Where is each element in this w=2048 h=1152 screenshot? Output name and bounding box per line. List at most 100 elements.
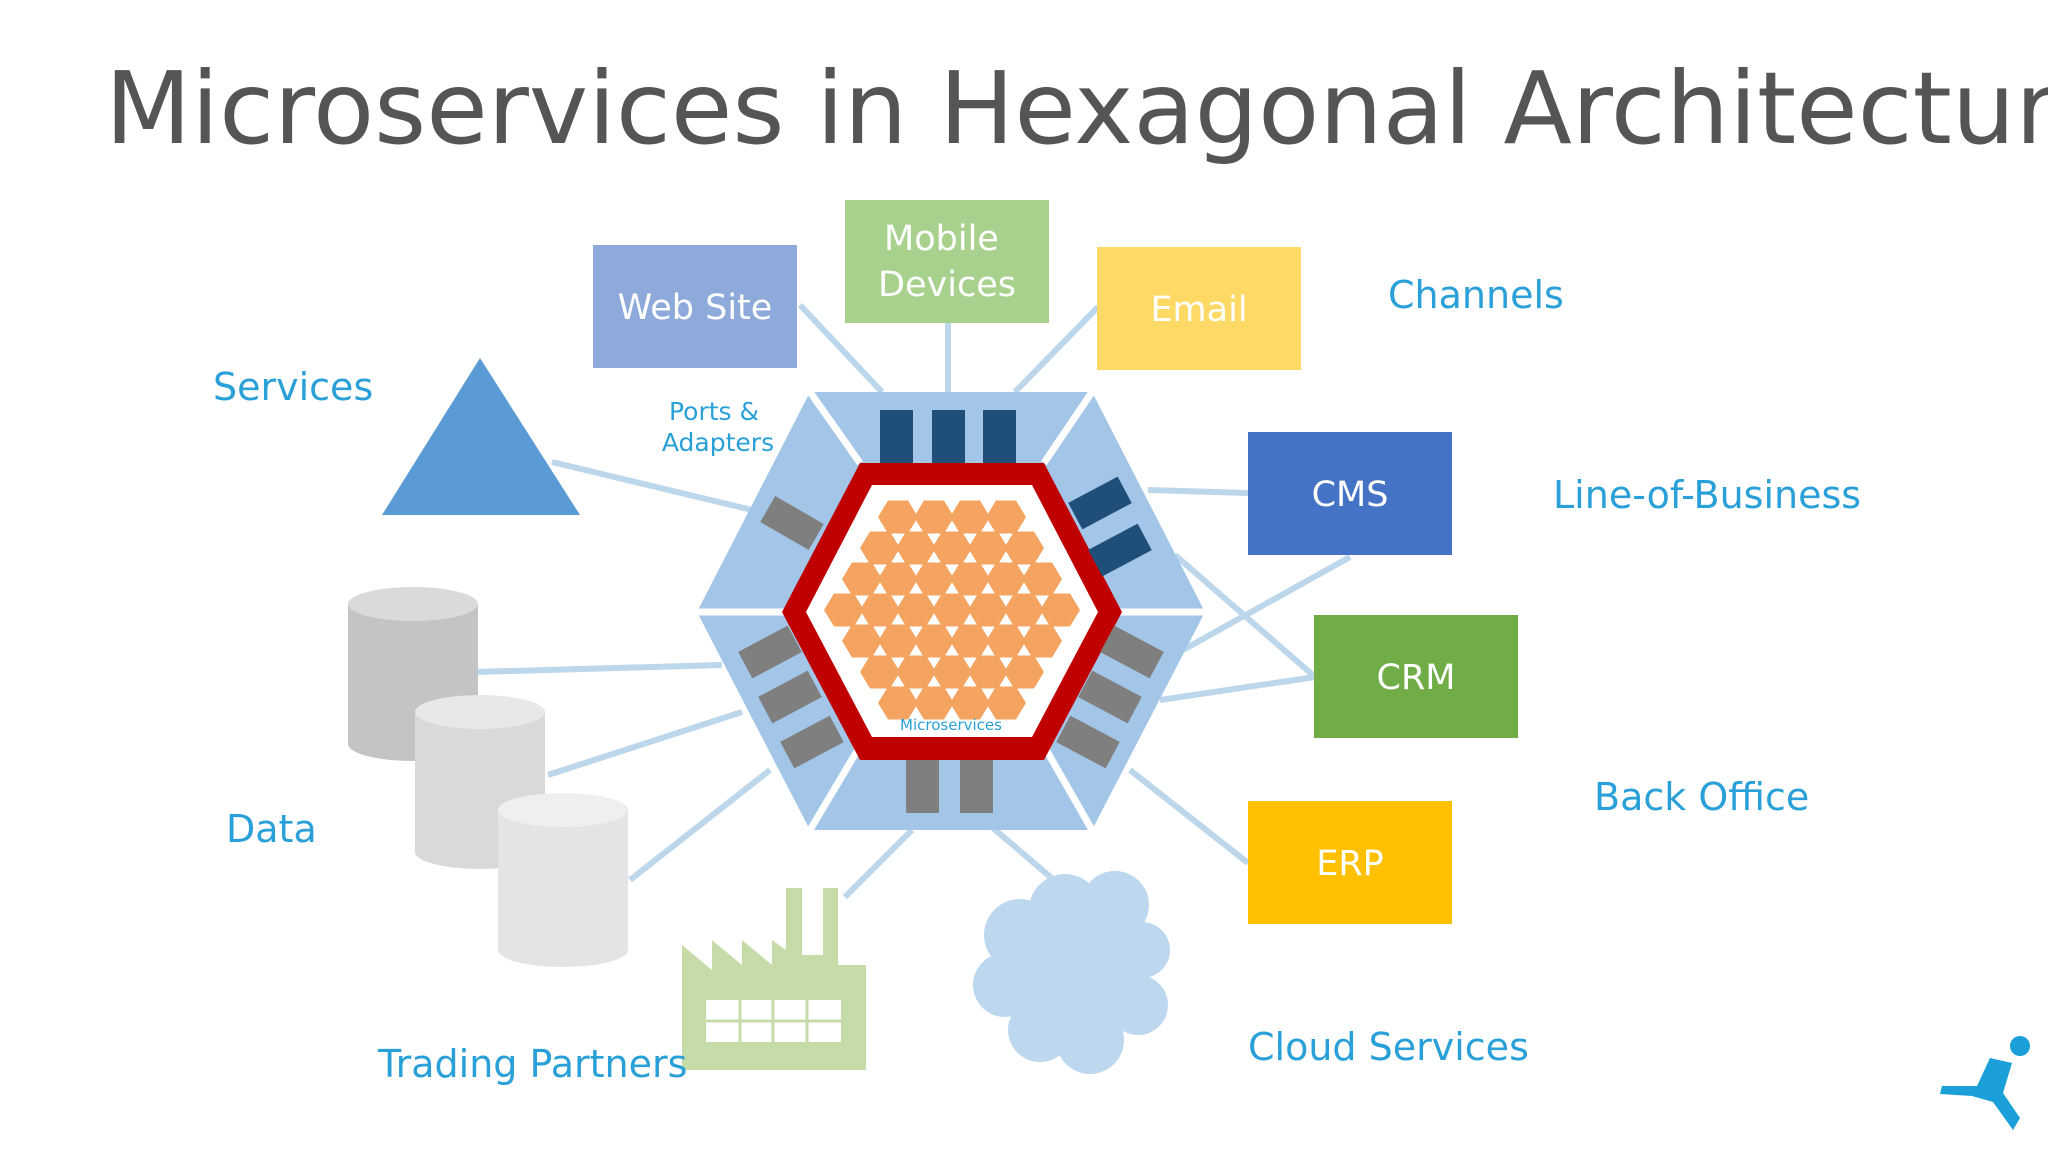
runner-logo bbox=[1940, 1036, 2030, 1130]
microservice-cell bbox=[968, 531, 1008, 565]
microservice-cell bbox=[932, 655, 972, 689]
port bbox=[880, 410, 913, 463]
port bbox=[983, 410, 1016, 463]
microservice-cell bbox=[1040, 593, 1080, 627]
hexagon-dividers bbox=[697, 389, 1205, 832]
microservice-cell bbox=[914, 624, 954, 658]
page-title: Microservices in Hexagonal Architecture bbox=[105, 50, 2048, 167]
microservice-cell bbox=[860, 531, 900, 565]
microservice-cell bbox=[950, 624, 990, 658]
microservice-cell bbox=[878, 562, 918, 596]
microservice-cell bbox=[896, 531, 936, 565]
microservice-cell bbox=[914, 500, 954, 534]
microservice-cell bbox=[896, 593, 936, 627]
ports-lower-right bbox=[1056, 625, 1164, 769]
svg-text:ERP: ERP bbox=[1316, 844, 1384, 884]
trading-partners-label: Trading Partners bbox=[377, 1042, 687, 1086]
svg-text:Email: Email bbox=[1150, 290, 1247, 330]
connector-web-site bbox=[797, 302, 885, 395]
erp-box: ERP bbox=[1248, 801, 1452, 924]
microservices-label: Microservices bbox=[900, 716, 1002, 734]
central-hexagon: Microservices bbox=[697, 389, 1205, 832]
crm-box: CRM bbox=[1314, 615, 1518, 738]
microservice-cell bbox=[950, 686, 990, 720]
connector-lines bbox=[474, 302, 1352, 900]
port bbox=[1078, 670, 1142, 724]
microservice-cell bbox=[860, 655, 900, 689]
microservice-cell bbox=[1022, 624, 1062, 658]
cms-box: CMS bbox=[1248, 432, 1452, 555]
back-office-label: Back Office bbox=[1594, 775, 1809, 819]
services-label: Services bbox=[213, 365, 373, 409]
microservice-cell bbox=[860, 593, 900, 627]
ports-top bbox=[880, 410, 1016, 463]
port bbox=[760, 496, 824, 550]
line-of-business-label: Line-of-Business bbox=[1553, 473, 1861, 517]
port bbox=[1100, 625, 1164, 679]
microservice-cell bbox=[950, 562, 990, 596]
microservice-cell bbox=[1004, 531, 1044, 565]
svg-text:Web Site: Web Site bbox=[618, 288, 773, 328]
cloud-services-label: Cloud Services bbox=[1248, 1025, 1529, 1069]
port bbox=[1068, 476, 1132, 530]
connector-crm-2 bbox=[1159, 674, 1316, 703]
connector-erp bbox=[1128, 767, 1250, 866]
port bbox=[780, 715, 844, 769]
microservice-cell bbox=[968, 655, 1008, 689]
microservice-cell bbox=[968, 593, 1008, 627]
microservice-cell bbox=[878, 500, 918, 534]
connector-email bbox=[1012, 304, 1101, 395]
svg-text:CRM: CRM bbox=[1377, 658, 1456, 698]
triangle-icon bbox=[382, 358, 580, 515]
microservice-cell bbox=[932, 531, 972, 565]
svg-text:Mobile Devices: Mobile Devices bbox=[878, 219, 1016, 305]
microservice-cell bbox=[986, 624, 1026, 658]
microservice-cell bbox=[878, 624, 918, 658]
microservice-cell bbox=[1022, 562, 1062, 596]
cloud-icon bbox=[973, 871, 1170, 1074]
microservice-cell bbox=[914, 562, 954, 596]
mobile-devices-box: Mobile Devices bbox=[845, 200, 1049, 323]
microservice-cell bbox=[986, 500, 1026, 534]
microservice-cell bbox=[914, 686, 954, 720]
microservice-cell bbox=[842, 562, 882, 596]
ports-bottom bbox=[906, 760, 993, 813]
microservice-cell bbox=[950, 500, 990, 534]
ports-adapters-label: Ports & Adapters bbox=[662, 397, 774, 457]
connector-cms bbox=[1147, 487, 1249, 496]
connector-trading-partners bbox=[842, 827, 915, 900]
microservice-cell bbox=[896, 655, 936, 689]
ports-upper-left bbox=[760, 496, 824, 550]
microservice-cell bbox=[878, 686, 918, 720]
port bbox=[1056, 715, 1120, 769]
channels-label: Channels bbox=[1388, 273, 1564, 317]
svg-text:CMS: CMS bbox=[1312, 475, 1389, 515]
connector-services bbox=[551, 459, 753, 513]
web-site-box: Web Site bbox=[593, 245, 797, 368]
ports-upper-right bbox=[1068, 476, 1152, 577]
port bbox=[1088, 523, 1152, 577]
port bbox=[906, 760, 939, 813]
data-label: Data bbox=[226, 807, 317, 851]
ports-lower-left bbox=[738, 625, 844, 769]
port bbox=[738, 625, 802, 679]
connector-cms-crm bbox=[1181, 554, 1352, 653]
connector-data-1 bbox=[474, 662, 723, 675]
microservice-cells bbox=[824, 500, 1080, 720]
microservice-cell bbox=[986, 686, 1026, 720]
port bbox=[758, 670, 822, 724]
microservice-cell bbox=[932, 593, 972, 627]
database-icon bbox=[498, 793, 628, 967]
microservice-cell bbox=[1004, 593, 1044, 627]
port bbox=[932, 410, 965, 463]
port bbox=[960, 760, 993, 813]
email-box: Email bbox=[1097, 247, 1301, 370]
connector-data-3 bbox=[628, 767, 772, 883]
microservice-cell bbox=[842, 624, 882, 658]
connector-data-2 bbox=[547, 709, 743, 778]
microservice-cell bbox=[824, 593, 864, 627]
microservice-cell bbox=[1004, 655, 1044, 689]
factory-icon bbox=[682, 888, 866, 1070]
microservice-cell bbox=[986, 562, 1026, 596]
